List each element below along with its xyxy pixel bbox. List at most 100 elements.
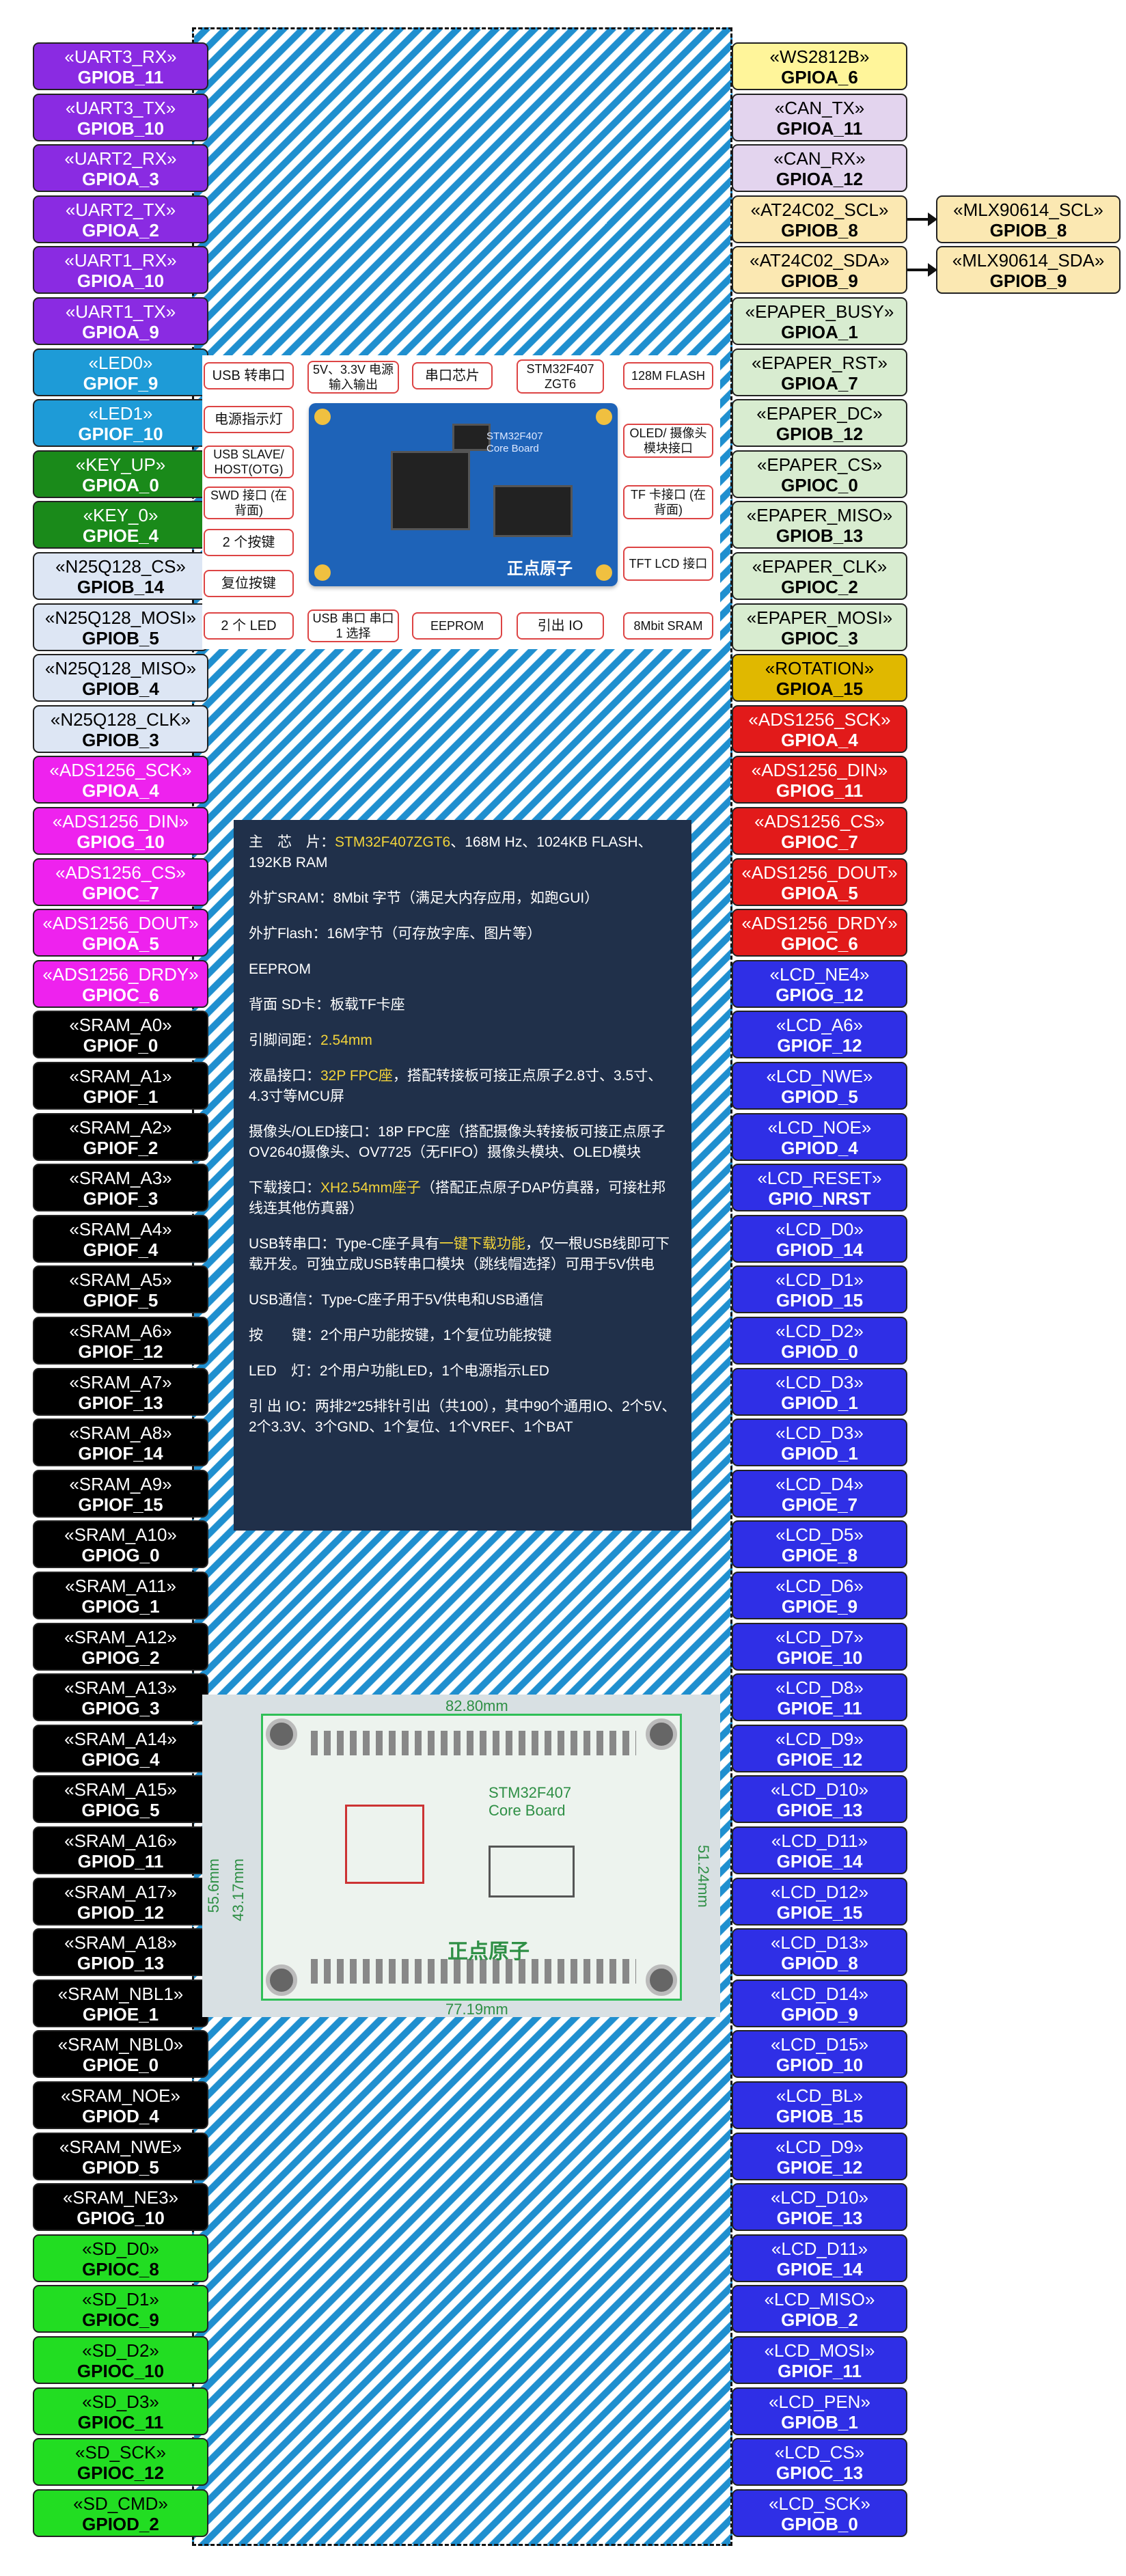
left-pin-label: «LED0»GPIOF_9: [33, 348, 208, 396]
right-pin-label: «ADS1256_SCK»GPIOA_4: [732, 704, 907, 753]
gpio-pin: GPIOF_11: [778, 2361, 862, 2381]
right-pin-label: «LCD_NOE»GPIOD_4: [732, 1112, 907, 1161]
right-pin-label: «LCD_D12»GPIOE_15: [732, 1877, 907, 1926]
right-pin-label: «LCD_PEN»GPIOB_1: [732, 2387, 907, 2435]
left-pin-label: «SRAM_A5»GPIOF_5: [33, 1265, 208, 1314]
callout-swd: SWD 接口 (在背面): [204, 487, 294, 519]
right-pin-label: «LCD_D14»GPIOD_9: [732, 1979, 907, 2027]
gpio-pin: GPIOC_6: [781, 933, 858, 955]
spec-text: 两排2*25排针引出（共100），其中90个通用IO、2个5V、2个3.3V、3…: [249, 1399, 676, 1435]
right-pin-label: «EPAPER_CLK»GPIOC_2: [732, 552, 907, 600]
gpio-pin: GPIOG_3: [81, 1698, 160, 1719]
signal-name: «LCD_D3»: [775, 1423, 864, 1444]
gpio-pin: GPIOB_9: [989, 271, 1067, 292]
gpio-pin: GPIOB_11: [77, 67, 164, 87]
gpio-pin: GPIOD_11: [77, 1851, 164, 1872]
right-pin-label: «ADS1256_DRDY»GPIOC_6: [732, 909, 907, 957]
signal-name: «LCD_D8»: [775, 1677, 864, 1699]
right-pin-label: «LCD_CS»GPIOC_13: [732, 2438, 907, 2486]
signal-name: «SRAM_A16»: [64, 1831, 177, 1851]
spec-text: Type-C座子用于5V供电和USB通信: [321, 1292, 544, 1308]
signal-name: «LCD_D6»: [775, 1576, 864, 1596]
callout-io: 引出 IO: [517, 612, 604, 640]
signal-name: «SD_D3»: [82, 2391, 159, 2412]
signal-name: «AT24C02_SCL»: [750, 199, 889, 220]
signal-name: «WS2812B»: [769, 46, 870, 67]
right-pin-label: «AT24C02_SCL»GPIOB_8: [732, 195, 907, 243]
spec-label: 下载接口：: [249, 1180, 320, 1196]
signal-name: «SRAM_A11»: [65, 1576, 176, 1596]
gpio-pin: GPIOA_9: [82, 322, 159, 342]
spec-text: ，仅一根USB线即可下载开发。可独立成USB转串口模块（跳线帽选择）可用于5V供…: [249, 1236, 670, 1272]
right-pin-label: «LCD_D7»GPIOE_10: [732, 1622, 907, 1671]
right-pin-label: «EPAPER_DC»GPIOB_12: [732, 399, 907, 448]
callout-reset: 复位按键: [204, 570, 294, 597]
gpio-pin: GPIOD_5: [781, 1086, 858, 1107]
left-pin-label: «SRAM_A0»GPIOF_0: [33, 1011, 208, 1059]
signal-name: «EPAPER_MOSI»: [746, 607, 893, 628]
callout-mcu: STM32F407 ZGT6: [517, 359, 604, 394]
right-pin-label: «LCD_MISO»GPIOB_2: [732, 2285, 907, 2333]
signal-name: «ADS1256_SCK»: [748, 709, 891, 730]
signal-name: «MLX90614_SDA»: [952, 250, 1105, 271]
left-pin-label: «UART2_TX»GPIOA_2: [33, 195, 208, 243]
right-pin-label: «EPAPER_RST»GPIOA_7: [732, 348, 907, 396]
gpio-pin: GPIOE_10: [776, 1647, 863, 1668]
left-pin-label: «SRAM_A7»GPIOF_13: [33, 1367, 208, 1416]
gpio-pin: GPIOG_5: [81, 1800, 160, 1821]
spec-row: 下载接口：XH2.54mm座子（搭配正点原子DAP仿真器，可接杜邦线连其他仿真器…: [249, 1178, 676, 1219]
left-pin-label: «SRAM_NBL1»GPIOE_1: [33, 1979, 208, 2027]
right-pin-label: «LCD_D8»GPIOE_11: [732, 1673, 907, 1722]
signal-name: «EPAPER_RST»: [752, 352, 888, 373]
left-pin-label: «SD_D3»GPIOC_11: [33, 2387, 208, 2435]
spec-label: 引脚间距：: [249, 1032, 320, 1048]
left-pin-label: «UART1_TX»GPIOA_9: [33, 297, 208, 345]
left-pin-label: «SRAM_A13»GPIOG_3: [33, 1673, 208, 1722]
signal-name: «LCD_D15»: [770, 2034, 869, 2055]
left-pin-label: «KEY_0»GPIOE_4: [33, 501, 208, 549]
dim-bottom: 77.19mm: [445, 2001, 508, 2018]
dim-right: 51.24mm: [695, 1845, 712, 1908]
signal-name: «LCD_RESET»: [757, 1168, 882, 1189]
left-pin-label: «SRAM_A8»GPIOF_14: [33, 1419, 208, 1467]
right-pin-label: «CAN_RX»GPIOA_12: [732, 144, 907, 193]
board-silk-brand: 正点原子: [507, 560, 573, 578]
signal-name: «ADS1256_CS»: [55, 862, 186, 883]
left-pin-label: «SRAM_A10»GPIOG_0: [33, 1520, 208, 1569]
gpio-pin: GPIOC_13: [775, 2463, 864, 2484]
gpio-pin: GPIOB_12: [775, 424, 864, 445]
spec-label: 背面 SD卡：: [249, 997, 331, 1013]
right-pin-label: «WS2812B»GPIOA_6: [732, 42, 907, 90]
signal-name: «LED0»: [88, 352, 153, 373]
dim-left-outer: 55.6mm: [205, 1859, 222, 1913]
left-pin-label: «SD_D1»GPIOC_9: [33, 2285, 208, 2333]
gpio-pin: GPIOA_0: [82, 474, 159, 495]
signal-name: «LCD_D7»: [775, 1626, 864, 1647]
gpio-pin: GPIOF_1: [83, 1086, 159, 1107]
gpio-pin: GPIOC_11: [77, 2411, 164, 2433]
callout-keys: 2 个按键: [204, 529, 294, 556]
spec-row: 摄像头/OLED接口：18P FPC座（搭配摄像头转接板可接正点原子OV2640…: [249, 1122, 676, 1163]
gpio-pin: GPIOA_3: [82, 169, 159, 190]
mount-hole: [314, 409, 331, 425]
right-pin-label: «LCD_NWE»GPIOD_5: [732, 1062, 907, 1110]
signal-name: «UART3_RX»: [64, 46, 177, 67]
callout-power-led: 电源指示灯: [204, 406, 294, 433]
right-pin-label: «LCD_BL»GPIOB_15: [732, 2081, 907, 2129]
signal-name: «UART1_TX»: [65, 301, 176, 322]
gpio-pin: GPIOD_4: [781, 1137, 858, 1158]
right-pin-label: «LCD_D11»GPIOE_14: [732, 1826, 907, 1874]
signal-name: «LCD_SCK»: [769, 2493, 870, 2514]
left-pin-label: «SRAM_A12»GPIOG_2: [33, 1622, 208, 1671]
left-pin-label: «ADS1256_CS»GPIOC_7: [33, 858, 208, 906]
spec-label: EEPROM: [249, 961, 312, 977]
right-pin-label: «LCD_D11»GPIOE_14: [732, 2234, 907, 2282]
gpio-pin: GPIOG_11: [775, 780, 864, 801]
connection-arrow: [907, 212, 937, 226]
gpio-pin: GPIOF_12: [78, 1341, 163, 1362]
gpio-pin: GPIOD_0: [781, 1341, 858, 1362]
gpio-pin: GPIOF_13: [78, 1392, 163, 1413]
signal-name: «SD_CMD»: [73, 2493, 168, 2514]
gpio-pin: GPIOF_2: [83, 1137, 159, 1158]
gpio-pin: GPIOG_0: [81, 1545, 160, 1566]
